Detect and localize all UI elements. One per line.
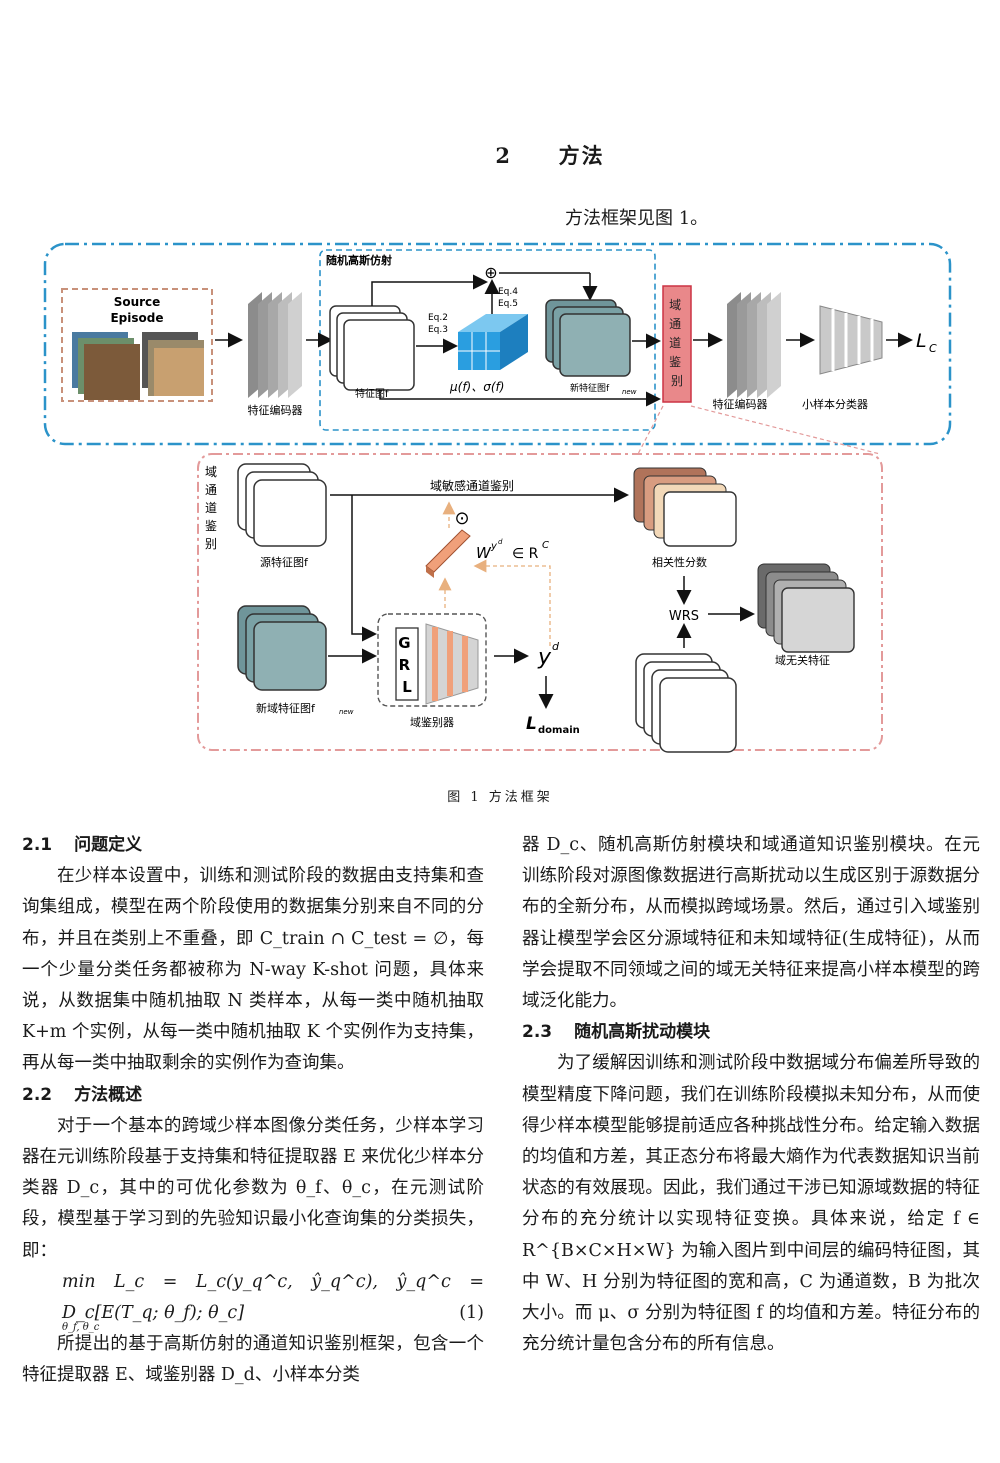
source-episode-box: [61, 288, 213, 402]
weight-rc: C: [542, 540, 549, 551]
section-title: 方法: [558, 143, 605, 168]
left-column: 2.1 问题定义 在少样本设置中，训练和测试阶段的数据由支持集和查询集组成，模型在…: [22, 830, 484, 1391]
domain-discriminator-box: [377, 613, 487, 707]
weight-supsup: d: [498, 538, 503, 546]
feature-encoder-left: [248, 292, 302, 398]
paragraph-framework-continued: 器 D_c、随机高斯仿射模块和域通道知识鉴别模块。在元训练阶段对源图像数据进行高…: [522, 835, 980, 1012]
eq4-label: Eq.4: [498, 287, 518, 297]
ldomain-sub: domain: [538, 725, 580, 736]
paragraph-method-overview: 对于一个基本的跨域少样本图像分类任务，少样本学习器在元训练阶段基于支持集和特征提…: [22, 1115, 484, 1261]
heading-2-2-num: 2.2: [22, 1084, 53, 1105]
lc-sub: C: [929, 342, 937, 355]
source-feature-label: 源特征图f: [260, 555, 309, 569]
domain-discriminator-label: 域鉴别器: [410, 716, 454, 729]
relevance-score-cards: [633, 467, 737, 547]
section-heading: 2 方法: [0, 140, 1000, 170]
source-label-2: Episode: [110, 311, 163, 325]
domain-sensitive-label: 域敏感通道鉴别: [430, 478, 514, 493]
mu-sigma-label: μ(f)、σ(f): [449, 380, 504, 394]
relevance-score-label: 相关性分数: [652, 555, 707, 569]
source-feature-cards: [237, 463, 327, 547]
white-feature-cards: [635, 653, 737, 753]
feature-map-cards: [329, 305, 415, 391]
paragraph-gaussian-module: 为了缓解因训练和测试阶段中数据域分布偏差所导致的模型精度下降问题，我们在训练阶段…: [522, 1053, 980, 1355]
heading-2-1-title: 问题定义: [74, 835, 143, 855]
equation-number: (1): [459, 1302, 484, 1323]
odot-symbol: ⊙: [454, 508, 469, 529]
oplus-symbol: ⊕: [484, 263, 497, 282]
heading-2-2-title: 方法概述: [74, 1084, 143, 1105]
domain-channel-box: [662, 285, 692, 403]
new-domain-feature-sub: new: [339, 708, 354, 716]
dcd-vertical-label: 域 通 道 鉴 别: [205, 465, 221, 551]
domain-channel-detail-border: [197, 453, 883, 751]
eq5-label: Eq.5: [498, 299, 518, 309]
weight-label: W: [476, 544, 492, 562]
figure-caption: 图 1 方法框架: [447, 790, 553, 805]
heading-2-2: 2.2 方法概述: [22, 1080, 484, 1111]
right-column: 器 D_c、随机高斯仿射模块和域通道知识鉴别模块。在元训练阶段对源图像数据进行高…: [522, 830, 980, 1360]
paragraph-framework: 所提出的基于高斯仿射的通道知识鉴别框架，包含一个特征提取器 E、域鉴别器 D_d…: [22, 1334, 484, 1386]
feature-encoder-right: [727, 292, 781, 398]
lc-label: L: [916, 330, 927, 352]
method-framework-figure: 随机高斯仿射 Source Episode 特征编码器 特征图f ⊕ Eq.4 …: [43, 242, 952, 753]
new-feature-map-cards: [545, 299, 631, 377]
main-pipeline-border: [43, 242, 952, 446]
weight-rest: ∈ R: [512, 546, 539, 562]
grl-box: [395, 627, 419, 701]
weight-sup: y: [490, 541, 498, 552]
eq2-label: Eq.2: [428, 313, 448, 323]
equation-text: min L_c = L_c(y_q^c, ŷ_q^c), ŷ_q^c = D_c…: [62, 1271, 484, 1324]
new-domain-feature-cards: [237, 605, 327, 691]
new-feature-map-sub: new: [622, 388, 637, 396]
equation-1: min L_c = L_c(y_q^c, ŷ_q^c), ŷ_q^c = D_c…: [22, 1267, 484, 1333]
domain-invariant-cards: [757, 563, 855, 653]
yd-label: y: [537, 645, 552, 670]
yd-sup: d: [552, 640, 560, 653]
heading-2-3: 2.3 随机高斯扰动模块: [522, 1017, 980, 1048]
feature-map-label: 特征图f: [355, 388, 389, 400]
fewshot-classifier-label: 小样本分类器: [802, 397, 868, 411]
eq3-label: Eq.3: [428, 325, 448, 335]
wrs-label: WRS: [669, 609, 699, 624]
section-number: 2: [495, 143, 513, 168]
discriminator-trapezoid: [425, 623, 479, 705]
new-feature-map-label: 新特征图f: [570, 382, 610, 394]
fewshot-classifier: [819, 305, 883, 375]
source-photos: [72, 332, 204, 400]
domain-invariant-label: 域无关特征: [775, 653, 830, 667]
domain-channel-label: 域 通 道 鉴 别: [669, 298, 685, 388]
mu-sigma-cubes: [458, 314, 528, 370]
new-domain-feature-label: 新域特征图f: [256, 701, 316, 715]
equation-subscript: θ_f, θ_c: [62, 1322, 100, 1334]
source-label-1: Source: [114, 295, 161, 309]
grl-label: G R L: [398, 634, 416, 696]
feature-encoder-label-right: 特征编码器: [713, 397, 768, 411]
weight-bar: [425, 529, 471, 578]
heading-2-3-num: 2.3: [522, 1022, 553, 1043]
heading-2-1-num: 2.1: [22, 835, 53, 855]
gaussian-module-label: 随机高斯仿射: [326, 253, 392, 267]
ldomain-label: L: [526, 714, 537, 734]
heading-2-3-title: 随机高斯扰动模块: [574, 1022, 711, 1043]
paragraph-problem-definition: 在少样本设置中，训练和测试阶段的数据由支持集和查询集组成，模型在两个阶段使用的数…: [22, 866, 484, 1074]
intro-text: 方法框架见图 1。: [565, 208, 709, 229]
feature-encoder-label-left: 特征编码器: [248, 403, 303, 417]
heading-2-1: 2.1 问题定义: [22, 830, 484, 861]
